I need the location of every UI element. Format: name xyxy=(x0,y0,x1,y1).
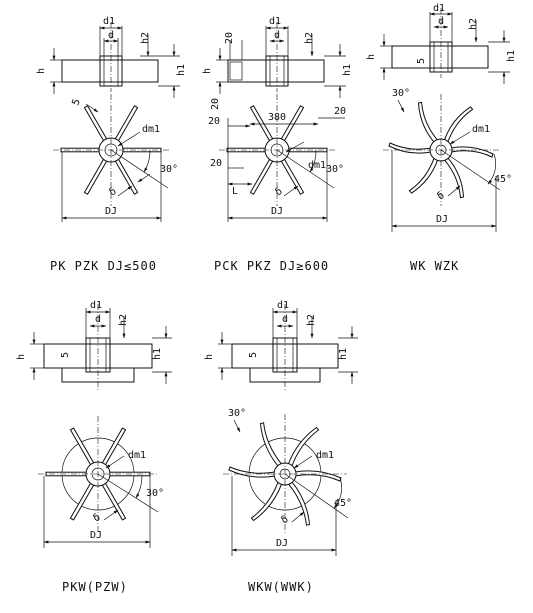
pkw-side-view: d1 d h2 5 h h1 xyxy=(16,300,172,390)
pk-dj-label: DJ xyxy=(105,206,117,217)
pkw-thickness-label: 5 xyxy=(60,352,71,358)
pck-d1-label: d1 xyxy=(269,16,281,27)
pk-h1-label: h1 xyxy=(176,64,187,76)
wk-d1-label: d1 xyxy=(433,3,445,14)
pck-side-view: d1 d h2 20 h h1 20 xyxy=(202,16,353,110)
wk-h2-label: h2 xyxy=(468,18,479,30)
wk-blades xyxy=(388,101,494,199)
pck-L-label: L xyxy=(232,186,238,197)
pk-angle-label: 30° xyxy=(160,164,178,175)
wk-d-label: d xyxy=(438,16,444,27)
pck-left20b-label: 20 xyxy=(208,116,220,127)
figure-wkw: d1 d h2 5 h h1 xyxy=(204,300,358,594)
wkw-angle45-label: 45° xyxy=(334,498,352,509)
pk-h-label: h xyxy=(36,68,47,74)
pkw-delta-label: δ xyxy=(91,512,102,524)
wkw-top-view xyxy=(223,414,347,534)
wk-delta-label: δ xyxy=(435,190,446,202)
pck-span380-label: 380 xyxy=(268,112,286,123)
pck-top20-label: 20 xyxy=(224,32,235,44)
wk-h-label: h xyxy=(366,54,377,60)
pkw-angle-label: 30° xyxy=(146,488,164,499)
pck-delta-label: δ xyxy=(273,186,284,198)
pkw-h-label: h xyxy=(16,354,27,360)
figure-pk: d1 d h2 h h1 xyxy=(36,16,187,273)
pck-h1-label: h1 xyxy=(342,64,353,76)
wk-dj-label: DJ xyxy=(436,214,448,225)
pk-d1-label: d1 xyxy=(103,16,115,27)
pck-h-label: h xyxy=(202,68,213,74)
pck-dm1-label: dm1 xyxy=(308,160,326,171)
pkw-d1-label: d1 xyxy=(90,300,102,311)
pk-d-label: d xyxy=(108,30,114,41)
wkw-blades xyxy=(228,422,342,526)
wk-thickness-label: 5 xyxy=(416,58,427,64)
wk-caption: WK WZK xyxy=(410,259,459,273)
pck-d-label: d xyxy=(274,30,280,41)
pk-h2-label: h2 xyxy=(140,32,151,44)
pck-dj-label: DJ xyxy=(271,206,283,217)
figure-pkw: d1 d h2 5 h h1 xyxy=(16,300,172,594)
wkw-dm1-label: dm1 xyxy=(316,450,334,461)
pk-delta-label: δ xyxy=(107,186,118,198)
pkw-h1-label: h1 xyxy=(152,348,163,360)
wk-side-view: d1 d h2 5 h h1 xyxy=(366,3,517,84)
wkw-h1-label: h1 xyxy=(338,348,349,360)
pkw-caption: PKW(PZW) xyxy=(62,580,128,594)
wkw-caption: WKW(WWK) xyxy=(248,580,314,594)
pk-caption: PK PZK DJ≤500 xyxy=(50,259,157,273)
pk-thickness-label: 5 xyxy=(70,98,82,107)
figure-wk: d1 d h2 5 h h1 xyxy=(366,3,517,273)
pkw-dj-label: DJ xyxy=(90,530,102,541)
pck-h2-label: h2 xyxy=(304,32,315,44)
pck-mid20-label: 20 xyxy=(210,158,222,169)
wkw-d-label: d xyxy=(282,314,288,325)
wkw-h2-label: h2 xyxy=(306,314,317,326)
pk-dm1-label: dm1 xyxy=(142,124,160,135)
wk-dm1-label: dm1 xyxy=(472,124,490,135)
wk-angle45-label: 45° xyxy=(494,174,512,185)
pkw-dm1-label: dm1 xyxy=(128,450,146,461)
pk-side-view: d1 d h2 h h1 xyxy=(36,16,187,98)
wkw-thickness-label: 5 xyxy=(248,352,259,358)
pck-caption: PCK PKZ DJ≥600 xyxy=(214,259,329,273)
wk-h1-label: h1 xyxy=(506,50,517,62)
wkw-angle30-label: 30° xyxy=(228,408,246,419)
pkw-h2-label: h2 xyxy=(118,314,129,326)
pkw-d-label: d xyxy=(95,314,101,325)
wkw-side-view: d1 d h2 5 h h1 xyxy=(204,300,358,390)
wkw-h-label: h xyxy=(204,354,215,360)
wk-angle30-label: 30° xyxy=(392,88,410,99)
wkw-delta-label: δ xyxy=(279,514,290,526)
pck-left20a-label: 20 xyxy=(210,98,221,110)
wkw-dj-label: DJ xyxy=(276,538,288,549)
wkw-d1-label: d1 xyxy=(277,300,289,311)
pck-right20-label: 20 xyxy=(334,106,346,117)
pck-angle-label: 30° xyxy=(326,164,344,175)
figure-pck: d1 d h2 20 h h1 20 xyxy=(202,16,353,273)
